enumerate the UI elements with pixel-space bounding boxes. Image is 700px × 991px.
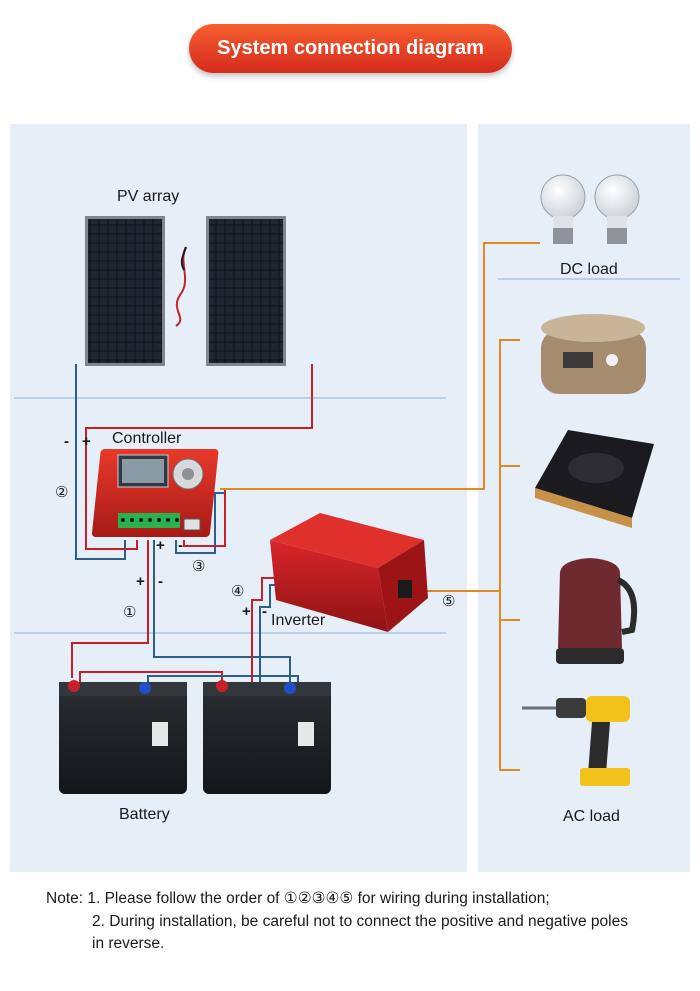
controller-output-minus-sign: - xyxy=(178,537,183,554)
ac-load-wire xyxy=(418,339,520,771)
dc-load-wire xyxy=(220,242,540,490)
controller-label: Controller xyxy=(112,430,182,447)
pv-plus-sign: + xyxy=(82,433,91,450)
separator-lines xyxy=(14,278,680,634)
inverter-label: Inverter xyxy=(271,612,326,629)
power-drill-icon xyxy=(522,696,630,786)
rice-cooker-icon xyxy=(541,314,646,394)
controller-output-plus-sign: + xyxy=(156,537,165,554)
pv-array-label: PV array xyxy=(117,188,180,205)
charge-controller xyxy=(91,449,219,537)
light-bulb-icon xyxy=(540,174,586,244)
diagram-title: System connection diagram xyxy=(189,24,512,73)
note-line-1: Note: 1. Please follow the order of ①②③④… xyxy=(46,890,550,907)
note-line-2: 2. During installation, be careful not t… xyxy=(92,913,628,930)
inverter-plus-sign: + xyxy=(242,603,251,620)
controller-output-wires xyxy=(175,489,226,554)
step-5-marker: ⑤ xyxy=(442,593,456,610)
battery-left xyxy=(59,680,187,794)
light-bulb-icon xyxy=(594,174,640,244)
controller-battery-minus-sign: - xyxy=(158,573,163,590)
battery-wires xyxy=(71,540,299,690)
inverter-minus-sign: - xyxy=(262,603,267,620)
inverter xyxy=(270,513,428,632)
step-1-marker: ① xyxy=(123,604,137,621)
solar-panel-left xyxy=(85,216,165,366)
battery-label: Battery xyxy=(119,806,170,823)
induction-cooktop-icon xyxy=(535,430,654,528)
step-2-marker: ② xyxy=(55,484,69,501)
controller-battery-plus-sign: + xyxy=(136,573,145,590)
step-3-marker: ③ xyxy=(192,558,206,575)
step-4-marker: ④ xyxy=(231,583,245,600)
dc-load-label: DC load xyxy=(560,261,618,278)
note-line-3: in reverse. xyxy=(92,935,165,952)
battery-right xyxy=(203,680,331,794)
pv-wires xyxy=(75,246,313,560)
solar-panel-right xyxy=(206,216,286,366)
electric-kettle-icon xyxy=(556,558,638,664)
pv-minus-sign: - xyxy=(64,433,69,450)
ac-load-label: AC load xyxy=(563,808,620,825)
